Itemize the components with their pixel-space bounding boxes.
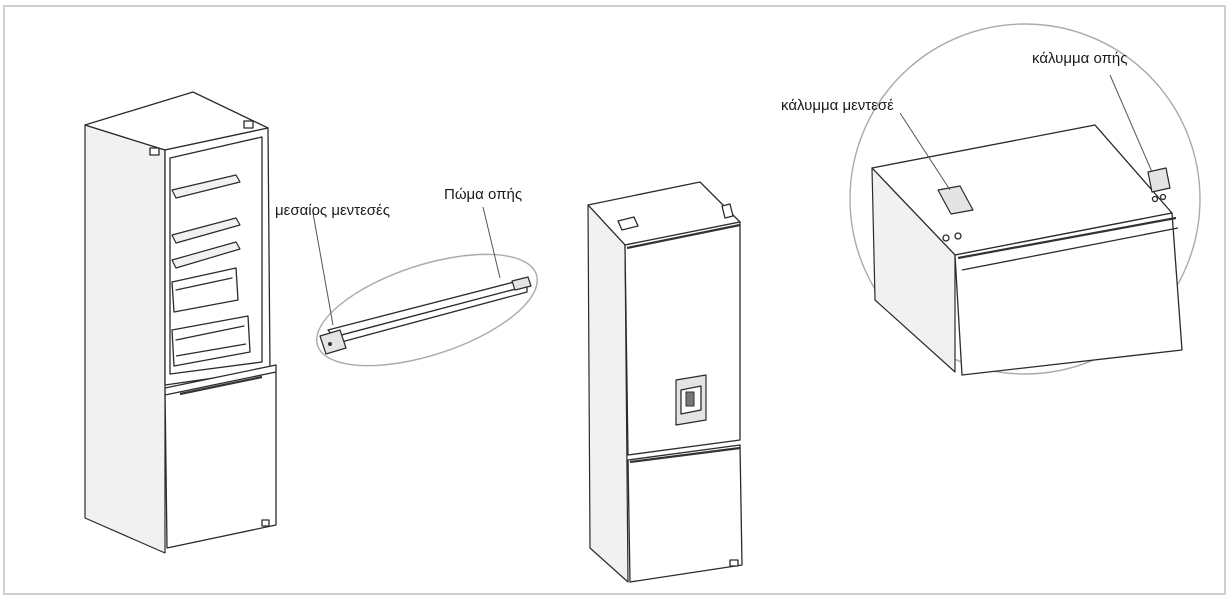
- closed-fridge-illustration: [587, 181, 743, 583]
- hole-cover-label: κάλυμμα οπής: [1032, 50, 1128, 67]
- hole-plug-label: Πώμα οπής: [444, 186, 523, 203]
- middle-hinge-detail: [312, 206, 538, 367]
- open-fridge-illustration: [84, 91, 277, 554]
- middle-hinge-label: μεσαίος μεντεσές: [275, 202, 390, 219]
- hinge-cover-label: κάλυμμα μεντεσέ: [781, 97, 894, 114]
- top-hinge-detail: [849, 23, 1201, 376]
